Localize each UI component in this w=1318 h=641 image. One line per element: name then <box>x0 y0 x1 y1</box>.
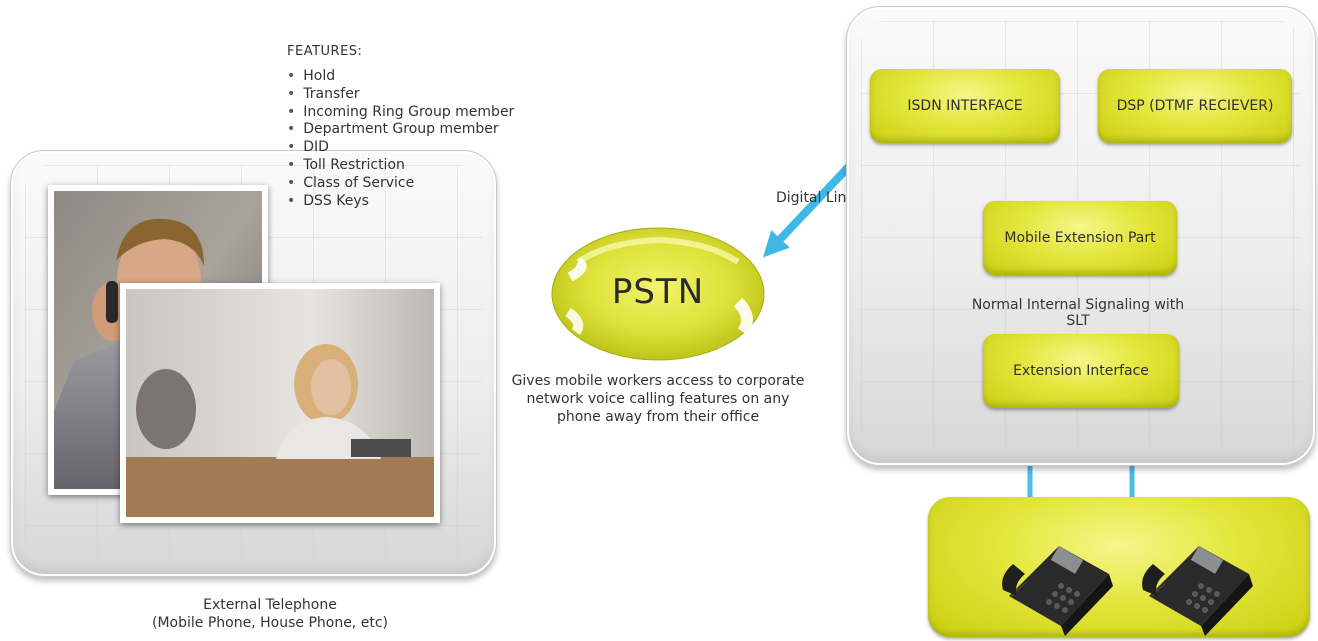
isdn-interface-box: ISDN INTERFACE <box>870 69 1060 143</box>
feature-item: Incoming Ring Group member <box>287 104 514 122</box>
office-worker-photo <box>120 283 440 523</box>
feature-item: Department Group member <box>287 121 514 139</box>
desk-phone-icon <box>1142 546 1253 636</box>
feature-item: Transfer <box>287 86 514 104</box>
signaling-label: Normal Internal Signaling with SLT <box>971 297 1185 329</box>
features-title: FEATURES: <box>287 44 363 59</box>
pstn-cloud <box>551 227 765 361</box>
extension-interface-box: Extension Interface <box>983 334 1179 408</box>
desk-phone-icon <box>1002 546 1113 636</box>
description-line-2: network voice calling features on any <box>526 391 790 407</box>
pstn-label: PSTN <box>611 272 705 312</box>
feature-item: Class of Service <box>287 175 514 193</box>
feature-item: Hold <box>287 68 514 86</box>
description-line-3: phone away from their office <box>556 409 760 425</box>
dsp-box: DSP (DTMF RECIEVER) <box>1098 69 1292 143</box>
external-telephone-title: External Telephone <box>203 597 337 613</box>
feature-item: DSS Keys <box>287 193 514 211</box>
pstn-description: Gives mobile workers access to corporate… <box>478 372 838 426</box>
external-telephone-caption: External Telephone (Mobile Phone, House … <box>140 596 400 632</box>
desk-phones-graphic <box>1002 546 1253 636</box>
desk-phones-box <box>928 497 1310 637</box>
feature-item: Toll Restriction <box>287 157 514 175</box>
external-telephone-subtitle: (Mobile Phone, House Phone, etc) <box>152 615 388 631</box>
digital-line-label: Digital Line <box>776 190 856 206</box>
mobile-extension-box: Mobile Extension Part <box>983 201 1177 275</box>
feature-item: DID <box>287 139 514 157</box>
description-line-1: Gives mobile workers access to corporate <box>511 373 805 389</box>
features-list: Hold Transfer Incoming Ring Group member… <box>287 68 514 210</box>
woman-at-desk-image <box>126 289 434 517</box>
